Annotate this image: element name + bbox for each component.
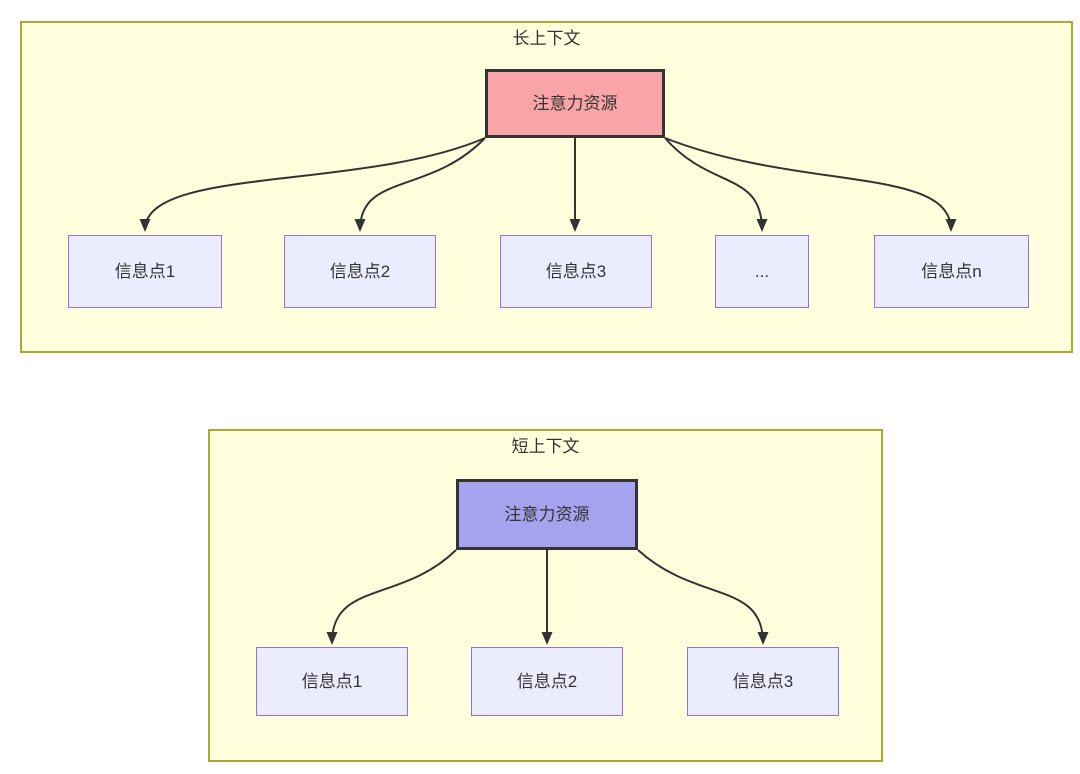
info-node-2: 信息点2	[471, 647, 623, 716]
arrow-to-info-1	[139, 137, 486, 232]
short-context-group: 短上下文 注意力资源 信息点1 信息点2 信息点3	[208, 429, 883, 762]
arrow-to-info-2	[354, 137, 486, 232]
info-node-2: 信息点2	[284, 235, 436, 308]
arrow-to-info-ellipsis	[664, 137, 768, 232]
attention-node-long: 注意力资源	[485, 69, 665, 138]
info-node-1: 信息点1	[256, 647, 408, 716]
attention-node-short: 注意力资源	[456, 479, 638, 550]
arrow-to-info-3	[637, 549, 769, 645]
info-node-3: 信息点3	[687, 647, 839, 716]
short-context-title: 短上下文	[511, 437, 580, 456]
arrow-to-info-n	[664, 137, 957, 232]
info-node-n: 信息点n	[874, 235, 1029, 308]
long-context-group: 长上下文 注意力资源 信息点1 信息点2 信息点3 ... 信息点n	[20, 21, 1073, 353]
long-context-title: 长上下文	[512, 29, 581, 48]
arrow-to-info-1	[326, 549, 457, 645]
info-node-3: 信息点3	[500, 235, 652, 308]
info-node-1: 信息点1	[68, 235, 222, 308]
info-node-ellipsis: ...	[715, 235, 809, 308]
